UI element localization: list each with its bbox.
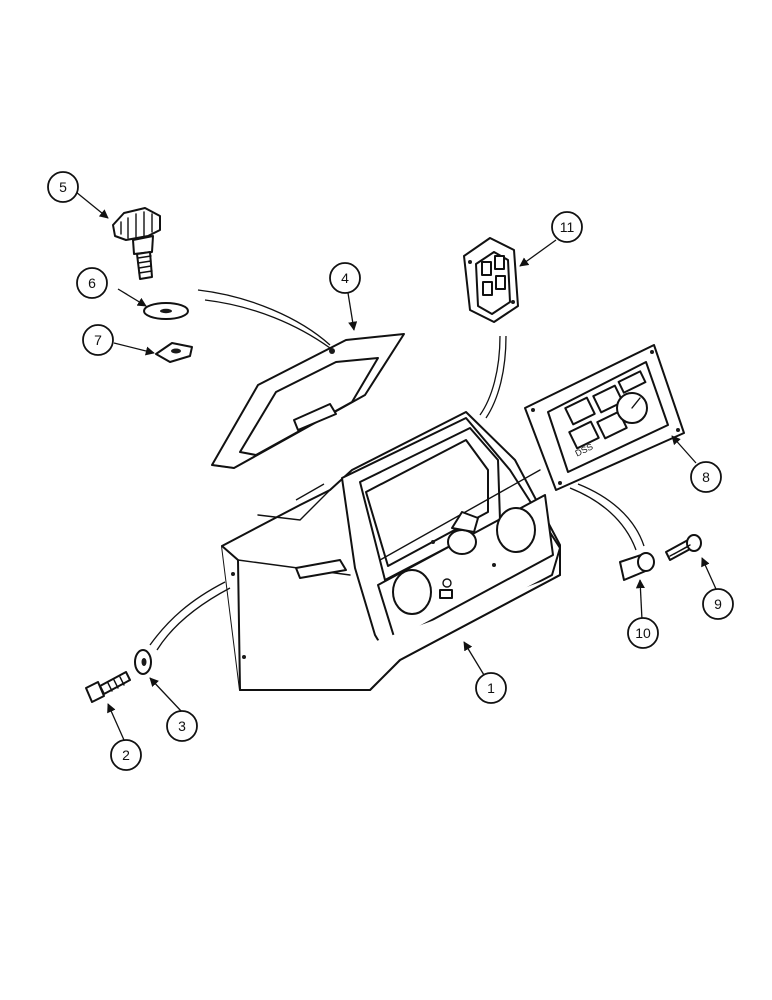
- washer-3: [134, 649, 152, 675]
- callout-2-label: 2: [122, 747, 130, 763]
- callout-3-label: 3: [178, 718, 186, 734]
- callout-7: 7: [82, 324, 114, 356]
- callout-arrows: [75, 191, 717, 741]
- callout-11: 11: [551, 211, 583, 243]
- bolt-2: [85, 671, 131, 703]
- instrument-panel: DSS: [524, 344, 685, 491]
- callout-4: 4: [329, 262, 361, 294]
- knob-screw: [112, 207, 161, 280]
- console-housing: [221, 411, 561, 691]
- cover-plate: [211, 333, 405, 469]
- switch-block: [463, 237, 519, 323]
- spacer-10: [619, 552, 655, 581]
- assembly-lines: [149, 289, 645, 651]
- callout-8-label: 8: [702, 469, 710, 485]
- callout-10-label: 10: [635, 625, 651, 641]
- callout-7-label: 7: [94, 332, 102, 348]
- callout-8: 8: [690, 461, 722, 493]
- callout-9-label: 9: [714, 596, 722, 612]
- callout-10: 10: [627, 617, 659, 649]
- callout-9: 9: [702, 588, 734, 620]
- callout-2: 2: [110, 739, 142, 771]
- callout-1-label: 1: [487, 680, 495, 696]
- callout-4-label: 4: [341, 270, 349, 286]
- washer-6: [143, 302, 189, 320]
- callout-5-label: 5: [59, 179, 67, 195]
- callout-6-label: 6: [88, 275, 96, 291]
- clip-nut: [155, 342, 193, 363]
- callout-6: 6: [76, 267, 108, 299]
- bolt-9: [665, 534, 702, 561]
- callout-3: 3: [166, 710, 198, 742]
- callout-1: 1: [475, 672, 507, 704]
- callout-11-label: 11: [560, 219, 575, 235]
- callout-5: 5: [47, 171, 79, 203]
